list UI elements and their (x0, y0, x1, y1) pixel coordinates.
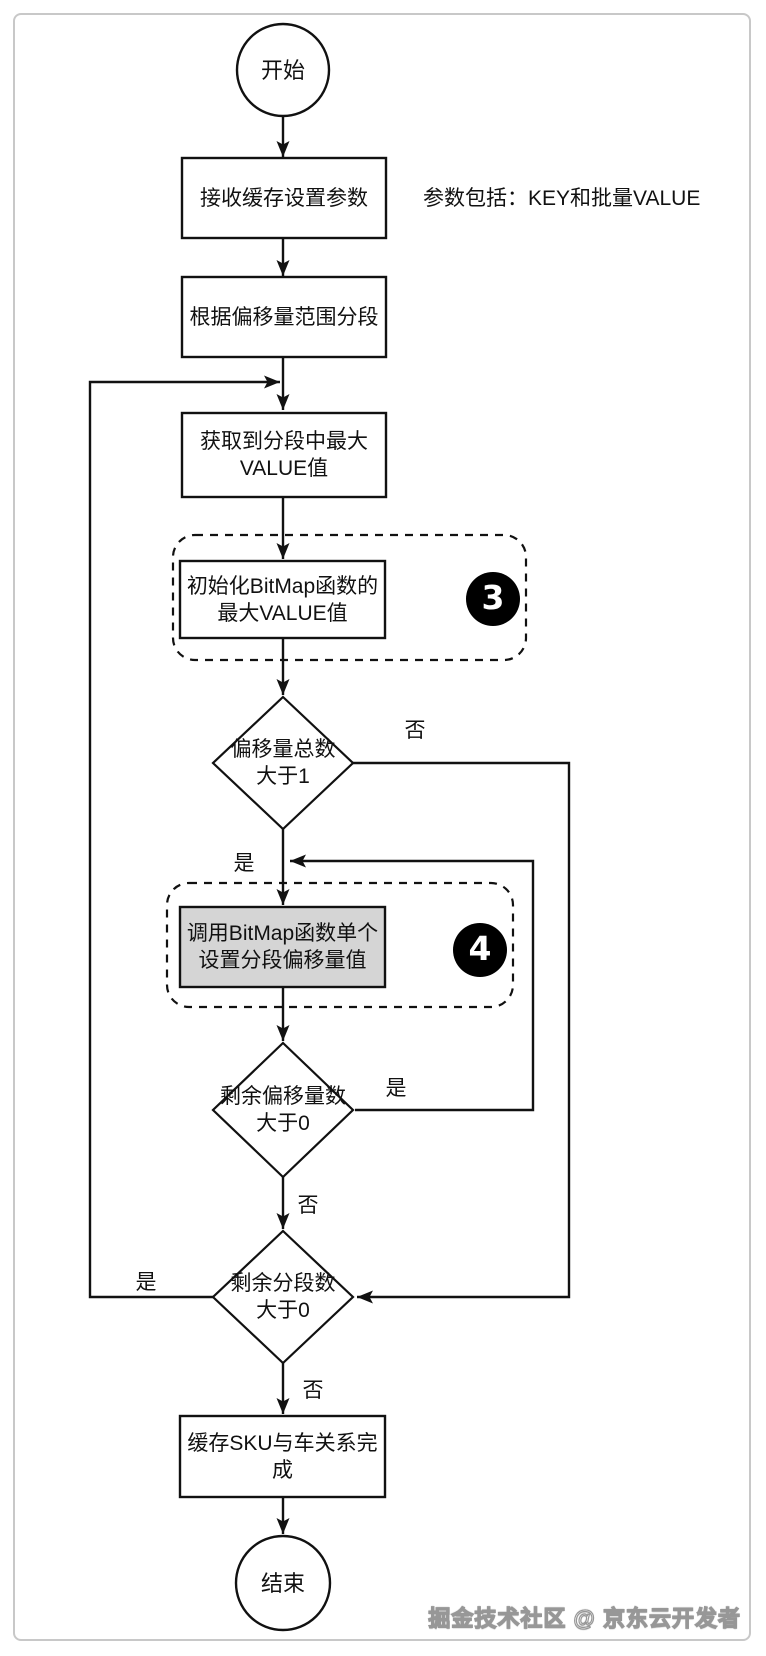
cache-done-shape (178, 1414, 387, 1499)
get-max-value-shape (180, 411, 388, 499)
call-bitmap-shape (178, 905, 387, 989)
call-bitmap-label: 调用BitMap函数单个 设置分段偏移量值 (186, 922, 379, 972)
end-node-shape (234, 1534, 332, 1632)
edge-label-total-offsets-yes: 是 (233, 852, 255, 875)
flow-connectors (88, 116, 571, 1534)
get-max-value-label: 获取到分段中最大 VALUE值 (200, 430, 368, 480)
step4-dashed-group (165, 881, 515, 1009)
start-node-shape (235, 22, 331, 118)
edge-label-remaining-segments-no: 否 (302, 1379, 324, 1402)
decision-remaining-offsets-label: 剩余偏移量数 大于0 (220, 1085, 346, 1135)
end-node-label: 结束 (260, 1570, 305, 1596)
params-annotation: 参数包括：KEY和批量VALUE (423, 187, 701, 210)
decision-total-offsets-label: 偏移量总数 大于1 (230, 738, 336, 788)
step3-badge-circle (466, 572, 520, 626)
watermark-text: 掘金技术社区 @ 京东云开发者 (428, 1605, 741, 1631)
edge-remaining-segments-yes-loop (88, 375, 280, 1299)
edge-decision1-no (353, 761, 571, 1304)
decision-remaining-segments-label: 剩余分段数 大于0 (230, 1272, 336, 1322)
step4-badge-number: 4 (468, 928, 492, 968)
edge-label-remaining-offsets-no: 否 (297, 1194, 319, 1217)
edge-remaining-offsets-yes-loop (290, 854, 535, 1112)
receive-params-shape (180, 156, 388, 240)
step3-dashed-group (171, 533, 528, 662)
decision-remaining-offsets-shape (211, 1041, 355, 1179)
receive-params-label: 接收缓存设置参数 (200, 186, 368, 210)
step3-badge-number: 3 (481, 577, 505, 617)
init-bitmap-shape (178, 559, 387, 640)
edge-label-remaining-segments-yes: 是 (135, 1271, 157, 1294)
start-node-label: 开始 (260, 57, 305, 83)
segment-by-offset-label: 根据偏移量范围分段 (189, 305, 379, 329)
decision-remaining-segments-shape (211, 1229, 355, 1365)
edge-label-remaining-offsets-yes: 是 (385, 1077, 407, 1100)
edge-label-total-offsets-no: 否 (404, 719, 426, 742)
cache-done-label: 缓存SKU与车关系完 成 (187, 1431, 378, 1482)
init-bitmap-label: 初始化BitMap函数的 最大VALUE值 (186, 574, 379, 625)
segment-by-offset-shape (180, 275, 388, 359)
decision-total-offsets-shape (211, 695, 355, 831)
step4-badge-circle (453, 923, 507, 977)
